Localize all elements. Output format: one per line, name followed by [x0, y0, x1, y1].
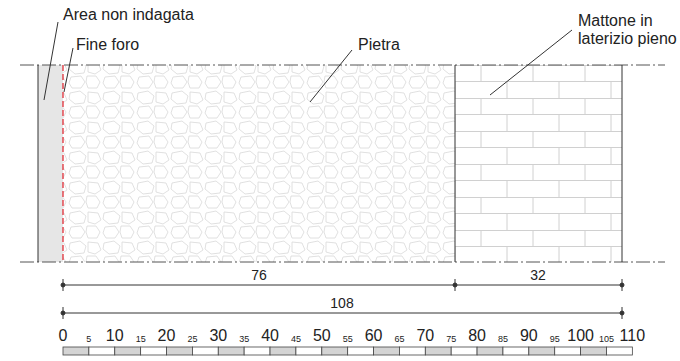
- scale-minor-number: 105: [599, 335, 614, 345]
- scale-minor-number: 5: [86, 335, 91, 345]
- scale-number: 10: [106, 327, 124, 345]
- scale-segment: [296, 347, 322, 355]
- scale-segment: [529, 347, 555, 355]
- scale-minor-number: 95: [550, 335, 560, 345]
- scale-segment: [477, 347, 503, 355]
- scale-number: 70: [416, 327, 434, 345]
- scale-segment: [322, 347, 348, 355]
- scale-number: 20: [158, 327, 176, 345]
- dimension-value: 76: [251, 268, 267, 283]
- scale-minor-number: 45: [291, 335, 301, 345]
- scale-segment: [244, 347, 270, 355]
- callout-label: Area non indagata: [63, 6, 194, 24]
- scale-segment: [89, 347, 115, 355]
- scale-number: 60: [365, 327, 383, 345]
- dimension-lines: [61, 279, 624, 319]
- dimension-value: 32: [530, 268, 546, 283]
- scale-segment: [218, 347, 244, 355]
- scale-segment: [115, 347, 141, 355]
- scale-number: 0: [59, 327, 68, 345]
- scale-number: 90: [520, 327, 538, 345]
- dimension-value: 108: [330, 296, 353, 311]
- scale-number: 80: [468, 327, 486, 345]
- scale-segment: [503, 347, 529, 355]
- scale-segment: [348, 347, 374, 355]
- layer-borders: [38, 65, 622, 262]
- brick-masonry: [455, 65, 622, 262]
- scale-segment: [141, 347, 167, 355]
- scale-segment: [270, 347, 296, 355]
- scale-number: 110: [620, 327, 646, 345]
- stone-masonry: [63, 65, 455, 262]
- scale-segment: [425, 347, 451, 355]
- hole-end-line: [62, 65, 63, 262]
- scale-segment: [606, 347, 632, 355]
- callout-label: Mattone in laterizio pieno: [578, 12, 680, 47]
- callout-label: Fine foro: [76, 36, 139, 54]
- scale-bar: [63, 347, 632, 355]
- scale-segment: [192, 347, 218, 355]
- scale-minor-number: 35: [239, 335, 249, 345]
- scale-number: 100: [567, 327, 594, 345]
- scale-minor-number: 55: [343, 335, 353, 345]
- unexplored-area: [38, 65, 63, 262]
- scale-segment: [167, 347, 193, 355]
- scale-segment: [555, 347, 581, 355]
- scale-number: 30: [209, 327, 227, 345]
- scale-minor-number: 65: [394, 335, 404, 345]
- scale-minor-number: 85: [498, 335, 508, 345]
- scale-segment: [63, 347, 89, 355]
- section-lines: [20, 65, 665, 262]
- scale-number: 40: [261, 327, 279, 345]
- scale-segment: [399, 347, 425, 355]
- scale-segment: [581, 347, 607, 355]
- scale-number: 50: [313, 327, 331, 345]
- scale-minor-number: 15: [136, 335, 146, 345]
- scale-segment: [451, 347, 477, 355]
- scale-minor-number: 25: [187, 335, 197, 345]
- callout-label: Pietra: [358, 36, 400, 54]
- leader-lines: [44, 22, 572, 102]
- scale-segment: [374, 347, 400, 355]
- scale-minor-number: 75: [446, 335, 456, 345]
